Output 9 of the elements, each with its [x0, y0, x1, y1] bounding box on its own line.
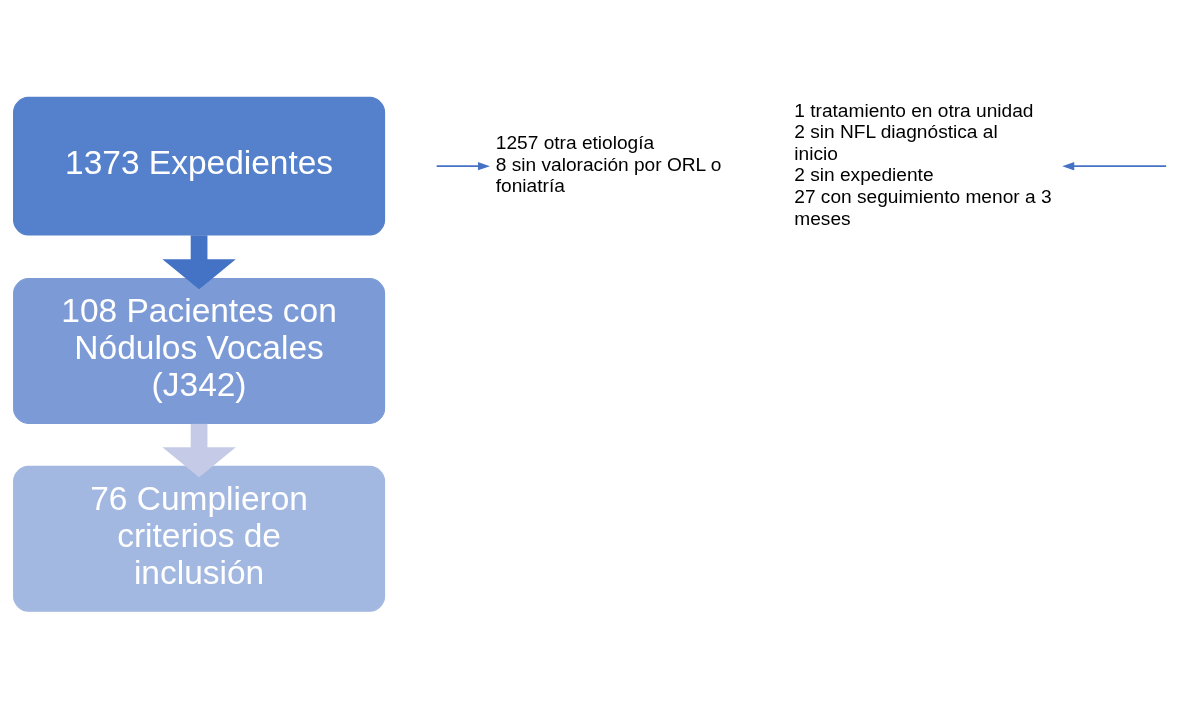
node-box: 76 Cumplieron criterios de inclusión [13, 465, 386, 612]
arrow [1062, 161, 1167, 170]
arrow [162, 423, 236, 477]
node-text: 1 tratamiento en otra unidad 2 sin NFL diagnóstica al inicio 2 sin expediente 27 con seguimiento menor a 3 meses [794, 99, 1052, 229]
arrow [435, 161, 490, 170]
node-box: 108 Pacientes con Nódulos Vocales (J342) [13, 277, 386, 424]
arrow [162, 234, 236, 289]
node-text: 1257 otra etiología 8 sin valoración por ORL o foniatría [495, 131, 722, 196]
node-box: 1373 Expedientes [13, 96, 386, 236]
